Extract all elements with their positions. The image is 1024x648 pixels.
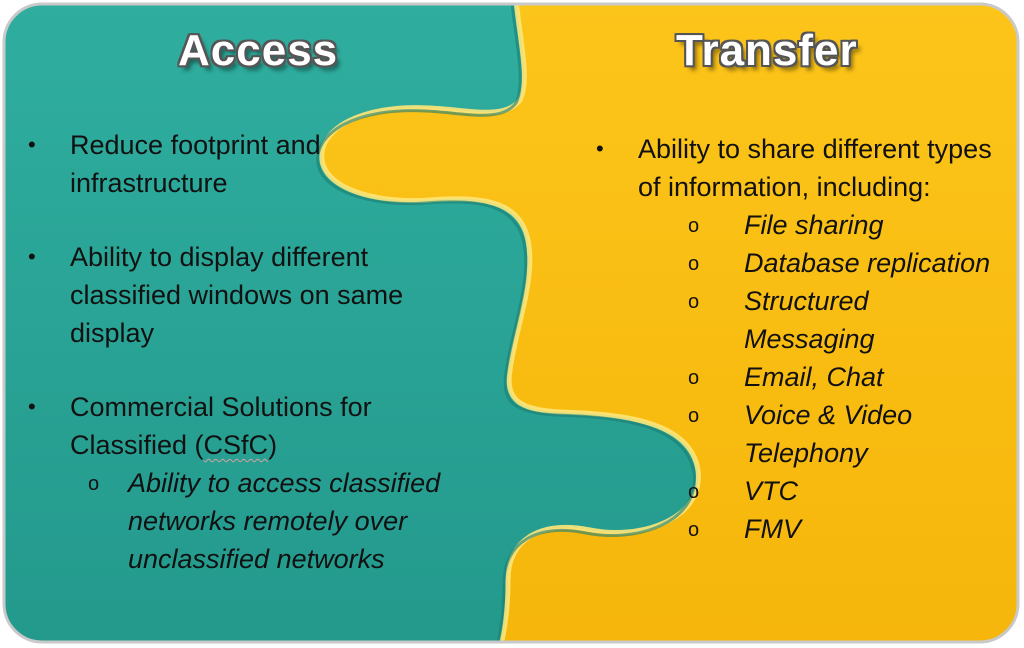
sub-list-item: Structured Messaging xyxy=(686,282,1006,358)
sub-list-item: Voice & Video Telephony xyxy=(686,396,1006,472)
list-item: Ability to share different types of info… xyxy=(596,130,1006,549)
seam-shadow xyxy=(316,4,696,642)
sub-bullet-list: File sharing Database replication Struct… xyxy=(686,206,1006,549)
bullet-text: Reduce footprint and infrastructure xyxy=(70,130,321,198)
list-item: Ability to display different classified … xyxy=(28,238,448,352)
access-bullet-list: Reduce footprint and infrastructure Abil… xyxy=(28,126,448,578)
csfc-abbreviation: CSfC xyxy=(203,430,269,460)
bullet-text: Ability to share different types of info… xyxy=(638,134,992,202)
sub-list-item: FMV xyxy=(686,510,1006,549)
sub-list-item: Ability to access classified networks re… xyxy=(86,464,448,578)
sub-list-item: Email, Chat xyxy=(686,358,1006,397)
transfer-title: Transfer xyxy=(676,26,858,75)
bullet-text: Commercial Solutions for Classified (CSf… xyxy=(70,392,372,460)
bullet-text-prefix: Commercial Solutions for Classified ( xyxy=(70,392,372,460)
sub-list-item: VTC xyxy=(686,472,1006,511)
transfer-bullet-list: Ability to share different types of info… xyxy=(596,130,1006,549)
list-item: Commercial Solutions for Classified (CSf… xyxy=(28,388,448,578)
list-item: Reduce footprint and infrastructure xyxy=(28,126,448,202)
bullet-text-suffix: ) xyxy=(268,430,278,460)
access-title: Access xyxy=(178,26,339,75)
bullet-text: Ability to display different classified … xyxy=(70,242,404,348)
sub-list-item: Database replication xyxy=(686,244,1006,283)
sub-bullet-list: Ability to access classified networks re… xyxy=(86,464,448,578)
sub-list-item: File sharing xyxy=(686,206,1006,245)
seam-highlight xyxy=(319,4,701,642)
